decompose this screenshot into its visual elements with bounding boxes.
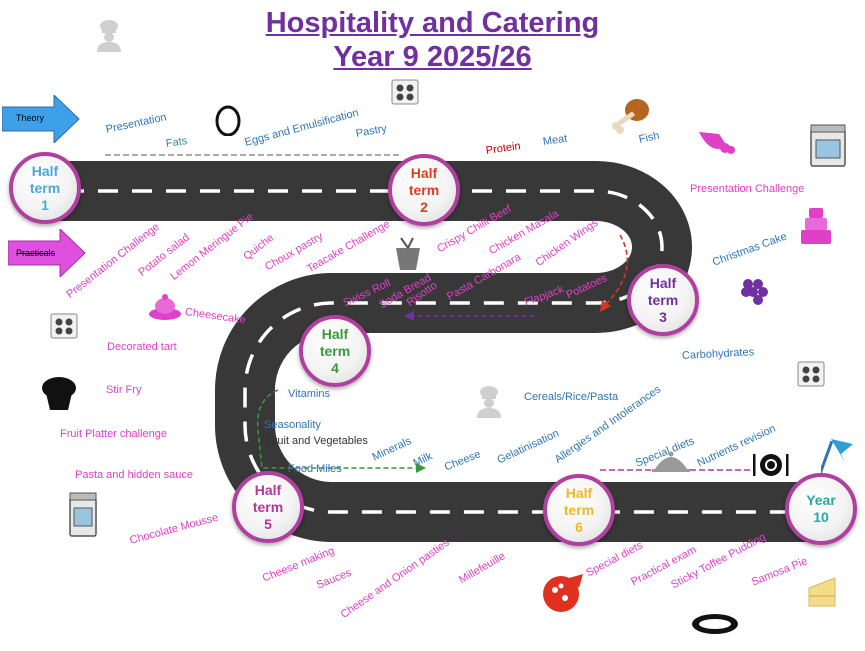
milestone-text: Half (649, 274, 677, 291)
theory-label: Theory (16, 113, 45, 123)
practicals-label: Practicals (16, 248, 56, 258)
milestone-text: term (29, 179, 61, 196)
milestone-half-term-3[interactable]: Half term 3 (627, 264, 699, 336)
label-food-miles: Food Miles (288, 463, 342, 475)
milestone-text: term (563, 501, 595, 518)
label-decorated-tart: Decorated tart (107, 341, 177, 353)
oven-icon (810, 124, 846, 167)
milestone-text: term (252, 498, 284, 515)
hob-icon (797, 361, 825, 387)
milestone-text: 4 (331, 359, 339, 376)
cornucopia-icon (699, 132, 735, 154)
oven-icon (69, 492, 97, 537)
milestone-text: Half (321, 325, 349, 342)
grapes-icon (741, 279, 768, 305)
plate-cutlery-icon (753, 454, 789, 476)
label-vitamins: Vitamins (288, 388, 330, 400)
label-fruit-vegetables: Fruit and Vegetables (267, 435, 368, 447)
dish-icon (692, 614, 738, 634)
milestone-text: 10 (813, 509, 829, 525)
cake-slice-icon (808, 577, 836, 607)
milestone-text: Half (31, 162, 59, 179)
label-seasonality: Seasonality (264, 419, 321, 431)
milestone-text: Half (565, 484, 593, 501)
page-subtitle: Year 9 2025/26 (333, 41, 532, 73)
cloche-icon (652, 451, 690, 472)
milestone-text: Year (806, 492, 836, 508)
milestone-text: 1 (41, 196, 49, 213)
muffin-icon (42, 377, 76, 410)
milestone-text: 3 (659, 308, 667, 325)
dessert-icon (149, 294, 181, 320)
milestone-year-10[interactable]: Year 10 (785, 473, 857, 545)
hob-icon (391, 79, 419, 105)
milestone-text: term (319, 342, 351, 359)
theory-arrow-icon (1, 93, 80, 145)
milestone-half-term-5[interactable]: Half term 5 (232, 471, 304, 543)
milestone-text: Half (254, 481, 282, 498)
milestone-text: term (647, 291, 679, 308)
chef-icon (477, 386, 501, 418)
label-fruit-platter: Fruit Platter challenge (60, 428, 167, 440)
label-cereals-rice-pasta: Cereals/Rice/Pasta (524, 391, 619, 403)
label-stir-fry: Stir Fry (106, 384, 142, 396)
pizza-icon (543, 574, 583, 612)
takeaway-box-icon (396, 237, 420, 270)
label-pasta-hidden-sauce: Pasta and hidden sauce (75, 469, 194, 481)
chef-icon (97, 20, 121, 52)
milestone-half-term-2[interactable]: Half term 2 (388, 154, 460, 226)
green-route-arrow (256, 389, 418, 469)
red-route-arrow (604, 234, 628, 306)
cake-icon (801, 208, 831, 244)
milestone-text: 6 (575, 518, 583, 535)
flag-icon (821, 439, 853, 480)
practicals-tag: Practicals (7, 227, 86, 279)
milestone-half-term-1[interactable]: Half term 1 (9, 152, 81, 224)
milestone-text: 2 (420, 198, 428, 215)
milestone-text: Half (410, 164, 438, 181)
milestone-half-term-6[interactable]: Half term 6 (543, 474, 615, 546)
label-presentation-challenge: Presentation Challenge (690, 183, 805, 195)
egg-icon (215, 105, 241, 136)
chicken-leg-icon (612, 99, 649, 134)
milestone-text: term (408, 181, 440, 198)
theory-tag: Theory (1, 93, 80, 145)
page-title: Hospitality and Catering (265, 7, 600, 39)
practicals-arrow-icon (7, 227, 86, 279)
milestone-text: 5 (264, 515, 272, 532)
hob-icon (50, 313, 78, 339)
milestone-half-term-4[interactable]: Half term 4 (299, 315, 371, 387)
